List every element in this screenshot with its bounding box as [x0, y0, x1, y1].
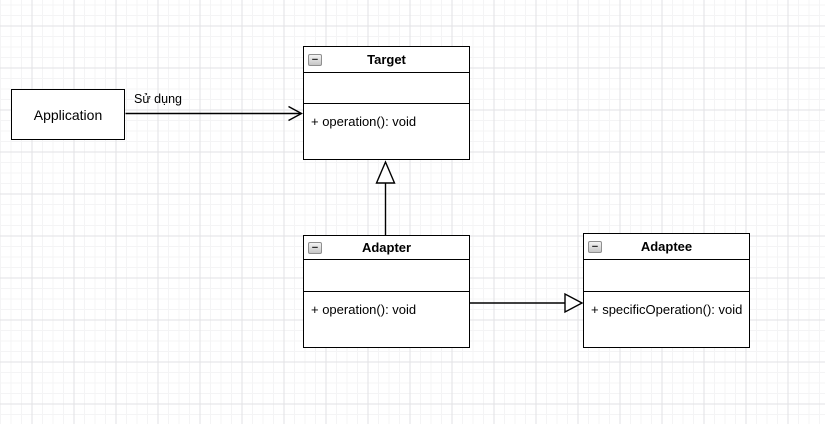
target-class-node[interactable]: − Target + operation(): void [303, 46, 470, 160]
edge-uses-label[interactable]: Sử dụng [134, 92, 182, 106]
application-node[interactable]: Application [11, 89, 125, 140]
target-attributes-section [304, 73, 469, 104]
adapter-attributes-section [304, 260, 469, 292]
edge-inheritance-arrow[interactable] [375, 160, 396, 235]
adapter-method-row: + operation(): void [311, 302, 417, 317]
application-label: Application [33, 106, 103, 123]
target-method-row: + operation(): void [311, 114, 417, 129]
collapse-icon[interactable]: − [308, 53, 322, 66]
minus-glyph: − [591, 240, 599, 253]
collapse-icon[interactable]: − [308, 241, 322, 254]
hollow-triangle-up-icon [375, 160, 396, 184]
edge-association-arrow[interactable] [470, 292, 584, 314]
adapter-class-node[interactable]: − Adapter + operation(): void [303, 235, 470, 348]
adaptee-attributes-section [584, 260, 749, 292]
adapter-header: − Adapter [304, 236, 469, 260]
hollow-triangle-right-icon [564, 292, 584, 314]
adapter-title: Adapter [361, 240, 412, 255]
adaptee-class-node[interactable]: − Adaptee + specificOperation(): void [583, 233, 750, 348]
collapse-icon[interactable]: − [588, 240, 602, 253]
target-header: − Target [304, 47, 469, 73]
adaptee-method-row: + specificOperation(): void [591, 302, 743, 317]
minus-glyph: − [311, 241, 319, 254]
minus-glyph: − [311, 53, 319, 66]
target-title: Target [367, 52, 406, 67]
open-arrowhead-icon [288, 105, 303, 122]
edge-uses-arrow[interactable] [125, 105, 303, 122]
adaptee-title: Adaptee [640, 239, 693, 254]
adaptee-header: − Adaptee [584, 234, 749, 260]
